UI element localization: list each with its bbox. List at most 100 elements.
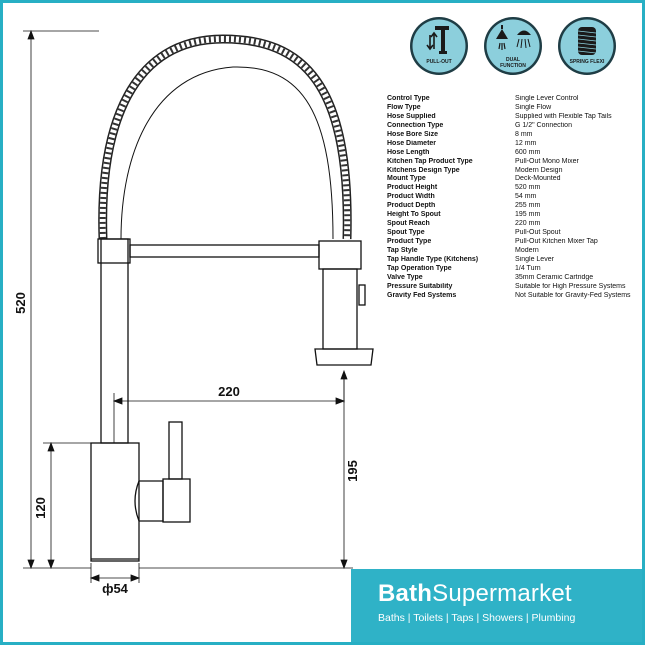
lever-block <box>162 478 191 523</box>
spring-flexi-label: SPRING FLEXI <box>569 59 605 65</box>
brand-name-regular: Supermarket <box>432 580 572 607</box>
spec-row: Product Type Pull-Out Kitchen Mixer Tap <box>387 238 637 247</box>
spec-key: Product Type <box>387 238 432 245</box>
spec-value: 195 mm <box>515 211 541 219</box>
spec-row: Control Type Single Lever Control <box>387 95 637 104</box>
spec-value: Modern <box>515 246 539 254</box>
spec-value: 600 mm <box>515 148 541 156</box>
spec-row: Tap Operation Type 1/4 Turn <box>387 265 637 274</box>
spec-key: Connection Type <box>387 121 444 129</box>
dual-function-icon: DUAL FUNCTION <box>482 15 544 77</box>
spec-row: Tap Style Modern <box>387 247 637 256</box>
spec-key: Product Width <box>387 193 435 201</box>
spec-key: Height To Spout <box>387 211 441 219</box>
spec-value: Modern Design <box>515 166 563 174</box>
tap-body <box>90 442 140 562</box>
pull-out-icon: PULL-OUT <box>408 15 470 77</box>
spec-row: Spout Reach 220 mm <box>387 220 637 229</box>
spec-value: Pull-Out Kitchen Mixer Tap <box>515 238 598 245</box>
spec-key: Gravity Fed Systems <box>387 291 457 299</box>
feature-icons: PULL-OUT DUAL FUNCTION SPRING FLEXI <box>408 15 618 77</box>
spec-row: Hose Diameter 12 mm <box>387 140 637 149</box>
brand-tagline: Baths | Toilets | Taps | Showers | Plumb… <box>378 612 576 624</box>
brand-logo-text: BathSupermarket <box>378 580 572 608</box>
spec-row: Height To Spout 195 mm <box>387 211 637 220</box>
spec-key: Mount Type <box>387 175 426 183</box>
spec-key: Product Height <box>387 184 438 192</box>
spec-row: Mount Type Deck-Mounted <box>387 175 637 184</box>
dim-height-label: 520 <box>13 292 28 314</box>
spec-row: Product Width 54 mm <box>387 193 637 202</box>
spec-row: Hose Supplied Supplied with Flexible Tap … <box>387 113 637 122</box>
spec-value: G 1/2" Connection <box>515 121 572 129</box>
support-bar <box>129 244 320 258</box>
spec-value: Single Lever <box>515 255 554 263</box>
dual-function-label: DUAL FUNCTION <box>500 57 526 69</box>
spec-value: Suitable for High Pressure Systems <box>515 282 626 290</box>
spec-row: Kitchen Tap Product Type Pull-Out Mono Mi… <box>387 158 637 167</box>
spec-row: Tap Handle Type (Kitchens) Single Lever <box>387 256 637 265</box>
spec-row: Kitchens Design Type Modern Design <box>387 167 637 176</box>
spec-key: Valve Type <box>387 273 423 281</box>
brand-banner: BathSupermarket Baths | Toilets | Taps |… <box>351 569 642 642</box>
spec-key: Flow Type <box>387 103 421 111</box>
spec-value: 1/4 Turn <box>515 264 541 272</box>
brand-name-bold: Bath <box>378 580 433 607</box>
spray-head-body <box>322 268 358 350</box>
tap-column <box>100 238 129 444</box>
spec-value: 54 mm <box>515 193 537 201</box>
spec-row: Gravity Fed Systems Not Suitable for Grav… <box>387 292 637 301</box>
pull-out-label: PULL-OUT <box>426 59 452 65</box>
spec-row: Valve Type 35mm Ceramic Cartridge <box>387 274 637 283</box>
dim-spout-reach-label: 220 <box>218 384 240 399</box>
spec-key: Kitchens Design Type <box>387 166 460 174</box>
spec-key: Product Depth <box>387 202 436 210</box>
spec-key: Pressure Suitability <box>387 282 453 290</box>
spec-row: Pressure Suitability Suitable for High Pr… <box>387 283 637 292</box>
spec-key: Spout Reach <box>387 220 430 228</box>
spec-key: Tap Style <box>387 246 418 254</box>
spec-row: Spout Type Pull-Out Spout <box>387 229 637 238</box>
spec-value: 8 mm <box>515 130 533 138</box>
spec-value: Supplied with Flexible Tap Tails <box>515 112 612 120</box>
spec-key: Tap Handle Type (Kitchens) <box>387 255 479 263</box>
spec-value: Deck-Mounted <box>515 175 561 183</box>
spec-value: 35mm Ceramic Cartridge <box>515 273 594 281</box>
lever-handle <box>168 421 183 480</box>
spray-head-top <box>318 240 362 270</box>
spec-value: Not Suitable for Gravity-Fed Systems <box>515 291 631 299</box>
tap-technical-drawing: 520 120 220 195 ф54 <box>13 29 374 596</box>
collar-left <box>97 238 131 264</box>
spring-hose-inner <box>99 35 351 240</box>
spec-row: Product Depth 255 mm <box>387 202 637 211</box>
spec-value: Pull-Out Spout <box>515 229 561 237</box>
spec-row: Hose Length 600 mm <box>387 149 637 158</box>
spec-value: 255 mm <box>515 202 541 210</box>
dim-base-diameter-label: ф54 <box>102 581 129 596</box>
spec-key: Hose Length <box>387 148 430 156</box>
dim-spout-height-label: 195 <box>345 460 360 482</box>
spec-key: Hose Diameter <box>387 139 437 147</box>
spec-key: Control Type <box>387 95 430 102</box>
dim-lever-height-label: 120 <box>33 497 48 519</box>
spec-key: Hose Supplied <box>387 112 436 120</box>
spec-key: Kitchen Tap Product Type <box>387 157 473 165</box>
spec-row: Connection Type G 1/2" Connection <box>387 122 637 131</box>
spec-value: 220 mm <box>515 220 541 228</box>
spring-flexi-icon: SPRING FLEXI <box>556 15 618 77</box>
lever-hub <box>134 480 164 522</box>
spec-key: Tap Operation Type <box>387 264 452 272</box>
spray-nozzle <box>314 348 374 366</box>
spec-key: Spout Type <box>387 229 425 237</box>
inner-hose <box>120 66 334 240</box>
spec-value: Single Lever Control <box>515 95 579 102</box>
spec-value: Pull-Out Mono Mixer <box>515 157 579 165</box>
spec-row: Product Height 520 mm <box>387 184 637 193</box>
spec-value: 12 mm <box>515 139 537 147</box>
spec-value: 520 mm <box>515 184 541 192</box>
spray-button <box>358 284 366 306</box>
